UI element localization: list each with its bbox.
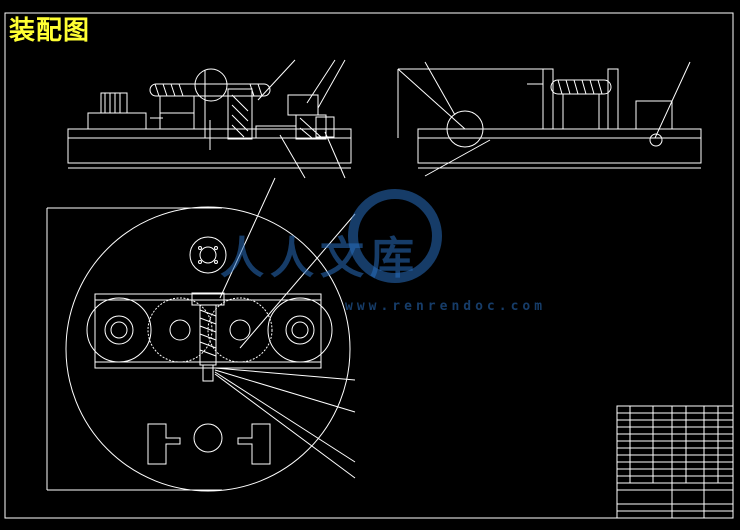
- watermark-url: www.renrendoc.com: [345, 299, 547, 314]
- plan-view: [46, 177, 356, 492]
- title-block: [616, 405, 734, 519]
- sheet-border: [4, 12, 734, 519]
- watermark-logo-ring: [348, 189, 442, 283]
- watermark-brand: 人人文库: [220, 233, 420, 284]
- front-view: [67, 59, 352, 179]
- drawing-title: 装配图: [9, 16, 91, 46]
- side-view: [397, 61, 702, 177]
